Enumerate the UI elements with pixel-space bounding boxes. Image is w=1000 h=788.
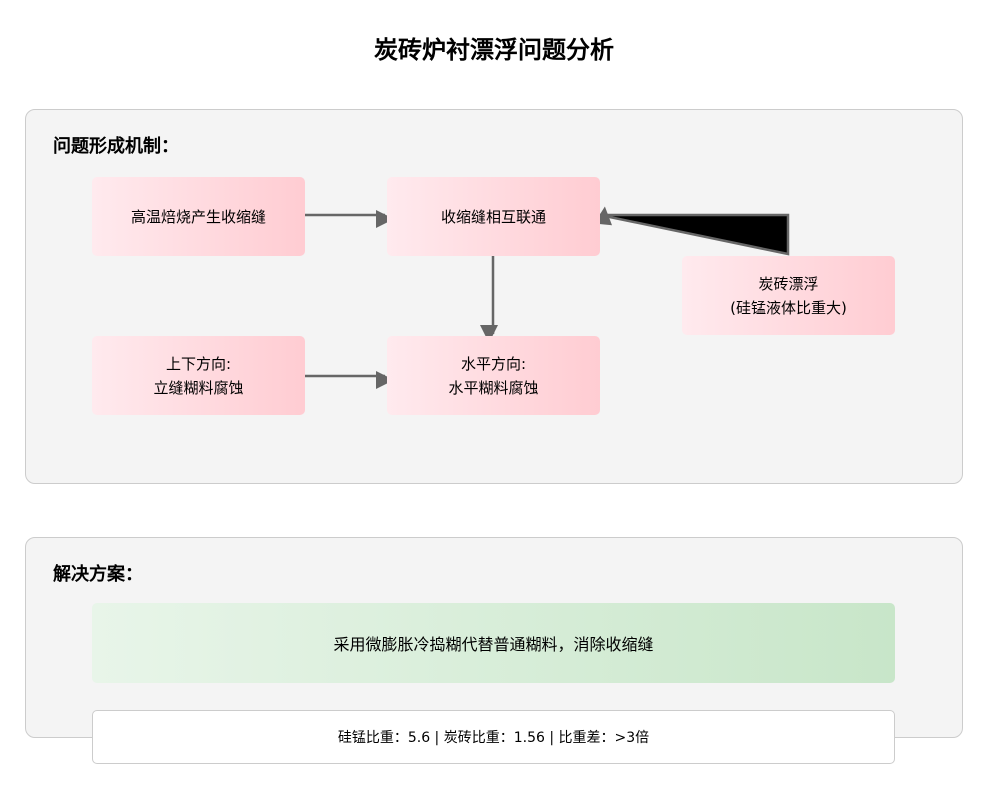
node-text: 高温焙烧产生收缩缝 — [130, 207, 266, 226]
node-text: 水平方向: — [460, 354, 527, 373]
density-note-text: 硅锰比重：5.6 | 炭砖比重：1.56 | 比重差：>3倍 — [337, 730, 650, 746]
density-note: 硅锰比重：5.6 | 炭砖比重：1.56 | 比重差：>3倍 — [92, 710, 895, 764]
page-title: 炭砖炉衬漂浮问题分析 — [374, 36, 614, 64]
arrow-2-3 — [600, 215, 790, 254]
node-horizontal-corrosion: 水平方向: 水平糊料腐蚀 — [387, 336, 600, 415]
mechanism-heading: 问题形成机制： — [53, 136, 179, 157]
node-text: 炭砖漂浮 — [758, 274, 819, 293]
node-cracks-connected: 收缩缝相互联通 — [387, 177, 600, 256]
node-subtext: (硅锰液体比重大) — [730, 298, 847, 317]
solution-text: 采用微膨胀冷捣糊代替普通糊料，消除收缩缝 — [333, 635, 654, 654]
solution-heading: 解决方案： — [53, 564, 143, 585]
node-subtext: 水平糊料腐蚀 — [448, 378, 539, 397]
solution-box: 采用微膨胀冷捣糊代替普通糊料，消除收缩缝 — [92, 603, 895, 683]
node-brick-floating: 炭砖漂浮 (硅锰液体比重大) — [682, 256, 895, 335]
node-text: 上下方向: — [165, 354, 232, 373]
node-vertical-corrosion: 上下方向: 立缝糊料腐蚀 — [92, 336, 305, 415]
node-text: 收缩缝相互联通 — [440, 207, 546, 226]
node-subtext: 立缝糊料腐蚀 — [153, 378, 244, 397]
node-shrink-cracks: 高温焙烧产生收缩缝 — [92, 177, 305, 256]
